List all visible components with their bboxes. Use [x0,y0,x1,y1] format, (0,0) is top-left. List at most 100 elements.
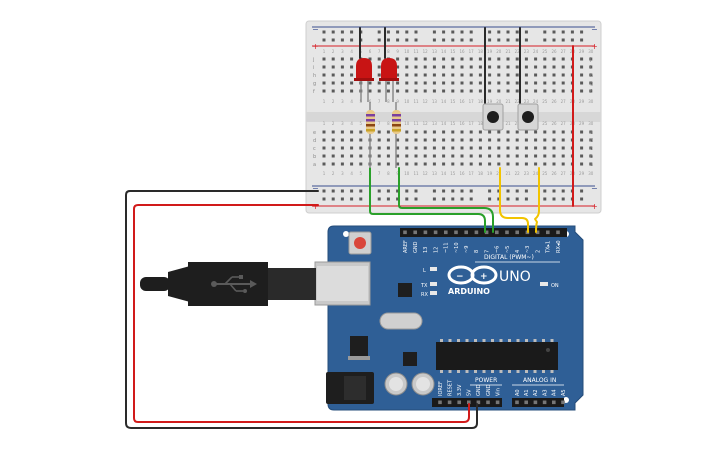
rail-hole[interactable] [460,189,464,193]
breadboard-hole[interactable] [460,65,464,69]
breadboard-hole[interactable] [405,81,409,85]
breadboard-hole[interactable] [386,138,390,142]
breadboard-hole[interactable] [340,73,344,77]
breadboard-hole[interactable] [506,162,510,166]
breadboard-hole[interactable] [488,57,492,61]
rail-hole[interactable] [350,38,354,42]
breadboard-hole[interactable] [543,81,547,85]
breadboard-hole[interactable] [460,138,464,142]
rail-hole[interactable] [331,189,335,193]
rail-hole[interactable] [322,38,326,42]
rail-hole[interactable] [488,30,492,34]
breadboard-hole[interactable] [350,81,354,85]
breadboard-hole[interactable] [377,146,381,150]
breadboard-hole[interactable] [414,138,418,142]
breadboard-hole[interactable] [396,81,400,85]
rail-hole[interactable] [405,189,409,193]
rail-hole[interactable] [432,197,436,201]
breadboard-hole[interactable] [478,146,482,150]
rail-hole[interactable] [414,189,418,193]
breadboard-hole[interactable] [451,89,455,93]
breadboard-hole[interactable] [561,65,565,69]
breadboard-hole[interactable] [322,154,326,158]
breadboard-hole[interactable] [359,138,363,142]
breadboard-hole[interactable] [414,89,418,93]
breadboard-hole[interactable] [423,154,427,158]
breadboard-hole[interactable] [442,138,446,142]
breadboard-hole[interactable] [580,138,584,142]
breadboard-hole[interactable] [340,162,344,166]
breadboard-hole[interactable] [497,154,501,158]
breadboard-hole[interactable] [377,73,381,77]
breadboard-hole[interactable] [423,73,427,77]
breadboard-hole[interactable] [543,73,547,77]
header-pin[interactable] [524,400,528,405]
rail-hole[interactable] [552,30,556,34]
breadboard-hole[interactable] [561,130,565,134]
header-pin[interactable] [546,230,550,235]
rail-hole[interactable] [469,38,473,42]
breadboard-hole[interactable] [515,81,519,85]
breadboard-hole[interactable] [414,57,418,61]
breadboard-hole[interactable] [552,146,556,150]
rail-hole[interactable] [460,197,464,201]
breadboard-hole[interactable] [552,57,556,61]
breadboard-hole[interactable] [377,130,381,134]
breadboard-hole[interactable] [561,89,565,93]
breadboard-hole[interactable] [515,146,519,150]
header-pin[interactable] [433,230,438,235]
breadboard-hole[interactable] [340,89,344,93]
breadboard-hole[interactable] [469,130,473,134]
rail-hole[interactable] [469,189,473,193]
breadboard-hole[interactable] [405,130,409,134]
breadboard-hole[interactable] [497,57,501,61]
breadboard-hole[interactable] [561,73,565,77]
breadboard-hole[interactable] [414,154,418,158]
header-pin[interactable] [561,400,565,405]
rail-hole[interactable] [340,197,344,201]
breadboard-hole[interactable] [340,146,344,150]
breadboard-hole[interactable] [589,162,593,166]
breadboard-hole[interactable] [561,138,565,142]
rail-hole[interactable] [432,30,436,34]
breadboard-hole[interactable] [442,73,446,77]
breadboard-hole[interactable] [442,146,446,150]
breadboard-hole[interactable] [580,65,584,69]
breadboard-hole[interactable] [534,57,538,61]
breadboard-hole[interactable] [589,65,593,69]
rail-hole[interactable] [322,30,326,34]
rail-hole[interactable] [515,197,519,201]
breadboard-hole[interactable] [350,130,354,134]
rail-hole[interactable] [405,38,409,42]
breadboard-hole[interactable] [497,146,501,150]
breadboard-hole[interactable] [386,89,390,93]
header-pin[interactable] [464,230,468,235]
rail-hole[interactable] [451,197,455,201]
breadboard-hole[interactable] [589,138,593,142]
breadboard-hole[interactable] [414,73,418,77]
breadboard-hole[interactable] [350,162,354,166]
breadboard-hole[interactable] [322,138,326,142]
rail-hole[interactable] [506,197,510,201]
breadboard-hole[interactable] [350,89,354,93]
breadboard-hole[interactable] [515,162,519,166]
breadboard-hole[interactable] [460,89,464,93]
rail-hole[interactable] [469,197,473,201]
wire-led2-green[interactable] [398,167,494,233]
breadboard-hole[interactable] [442,81,446,85]
breadboard-hole[interactable] [451,65,455,69]
breadboard-hole[interactable] [580,73,584,77]
rail-hole[interactable] [552,189,556,193]
breadboard-hole[interactable] [515,65,519,69]
breadboard-hole[interactable] [396,73,400,77]
rail-hole[interactable] [497,197,501,201]
rail-hole[interactable] [506,189,510,193]
breadboard-hole[interactable] [405,146,409,150]
breadboard-hole[interactable] [561,146,565,150]
rail-hole[interactable] [359,197,363,201]
breadboard-hole[interactable] [423,65,427,69]
led-2[interactable] [379,58,399,102]
breadboard-hole[interactable] [451,130,455,134]
breadboard-hole[interactable] [534,130,538,134]
breadboard-hole[interactable] [580,130,584,134]
